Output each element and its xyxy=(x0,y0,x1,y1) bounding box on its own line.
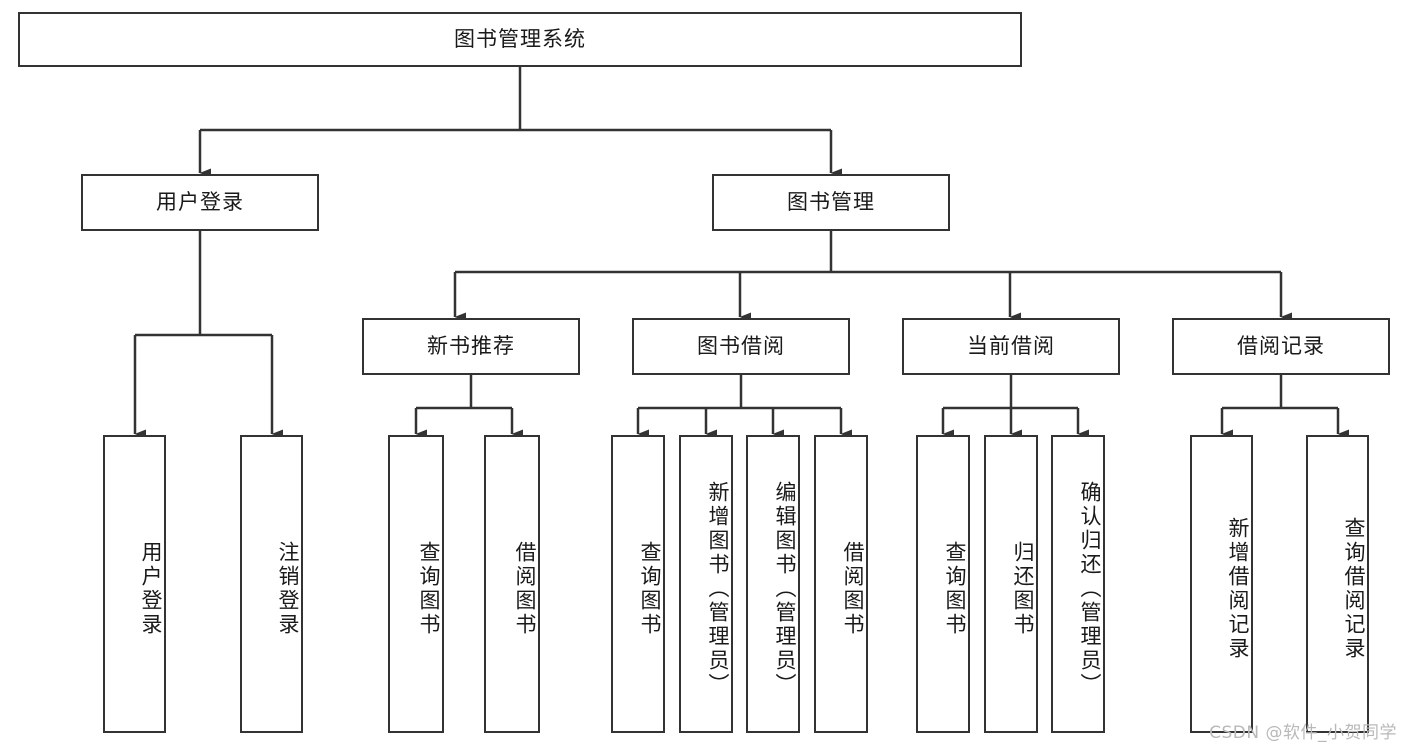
node-book-manage[interactable]: 图书管理 xyxy=(712,174,950,231)
leaf-confirm-return-label: 确认归还（管理员） xyxy=(1078,481,1102,697)
leaf-add-record-label: 新增借阅记录 xyxy=(1226,517,1250,661)
leaf-query-record-label: 查询借阅记录 xyxy=(1342,517,1366,661)
leaf-borrow-book-2-label: 借阅图书 xyxy=(841,541,865,637)
leaf-query-book-2-label: 查询图书 xyxy=(638,541,662,637)
leaf-query-book-1-label: 查询图书 xyxy=(417,541,441,637)
leaf-user-login[interactable]: 用户登录 xyxy=(103,435,166,733)
node-user-login-label: 用户登录 xyxy=(156,189,244,214)
node-current-borrow[interactable]: 当前借阅 xyxy=(902,318,1120,375)
leaf-query-book-3-label: 查询图书 xyxy=(943,541,967,637)
node-book-manage-label: 图书管理 xyxy=(787,189,875,214)
leaf-query-record[interactable]: 查询借阅记录 xyxy=(1306,435,1369,733)
leaf-add-book[interactable]: 新增图书（管理员） xyxy=(679,435,733,733)
leaf-query-book-1[interactable]: 查询图书 xyxy=(388,435,444,733)
watermark: CSDN @软件_小贺同学 xyxy=(1209,723,1397,743)
leaf-query-book-2[interactable]: 查询图书 xyxy=(611,435,665,733)
leaf-borrow-book-1-label: 借阅图书 xyxy=(513,541,537,637)
node-book-borrow-label: 图书借阅 xyxy=(697,333,785,358)
node-book-borrow[interactable]: 图书借阅 xyxy=(632,318,850,375)
leaf-edit-book[interactable]: 编辑图书（管理员） xyxy=(746,435,800,733)
node-new-book-recommend[interactable]: 新书推荐 xyxy=(362,318,580,375)
leaf-query-book-3[interactable]: 查询图书 xyxy=(916,435,970,733)
leaf-borrow-book-1[interactable]: 借阅图书 xyxy=(484,435,540,733)
node-borrow-record-label: 借阅记录 xyxy=(1237,333,1325,358)
leaf-add-record[interactable]: 新增借阅记录 xyxy=(1190,435,1253,733)
node-root-label: 图书管理系统 xyxy=(454,26,586,51)
leaf-borrow-book-2[interactable]: 借阅图书 xyxy=(814,435,868,733)
node-user-login[interactable]: 用户登录 xyxy=(81,174,319,231)
leaf-return-book-label: 归还图书 xyxy=(1011,541,1035,637)
leaf-add-book-label: 新增图书（管理员） xyxy=(706,481,730,697)
node-current-borrow-label: 当前借阅 xyxy=(967,333,1055,358)
leaf-edit-book-label: 编辑图书（管理员） xyxy=(773,481,797,697)
node-borrow-record[interactable]: 借阅记录 xyxy=(1172,318,1390,375)
leaf-confirm-return[interactable]: 确认归还（管理员） xyxy=(1051,435,1105,733)
node-root[interactable]: 图书管理系统 xyxy=(18,12,1022,67)
node-new-book-recommend-label: 新书推荐 xyxy=(427,333,515,358)
leaf-user-login-label: 用户登录 xyxy=(139,541,163,637)
leaf-return-book[interactable]: 归还图书 xyxy=(984,435,1038,733)
leaf-user-logout-label: 注销登录 xyxy=(276,541,300,637)
leaf-user-logout[interactable]: 注销登录 xyxy=(240,435,303,733)
